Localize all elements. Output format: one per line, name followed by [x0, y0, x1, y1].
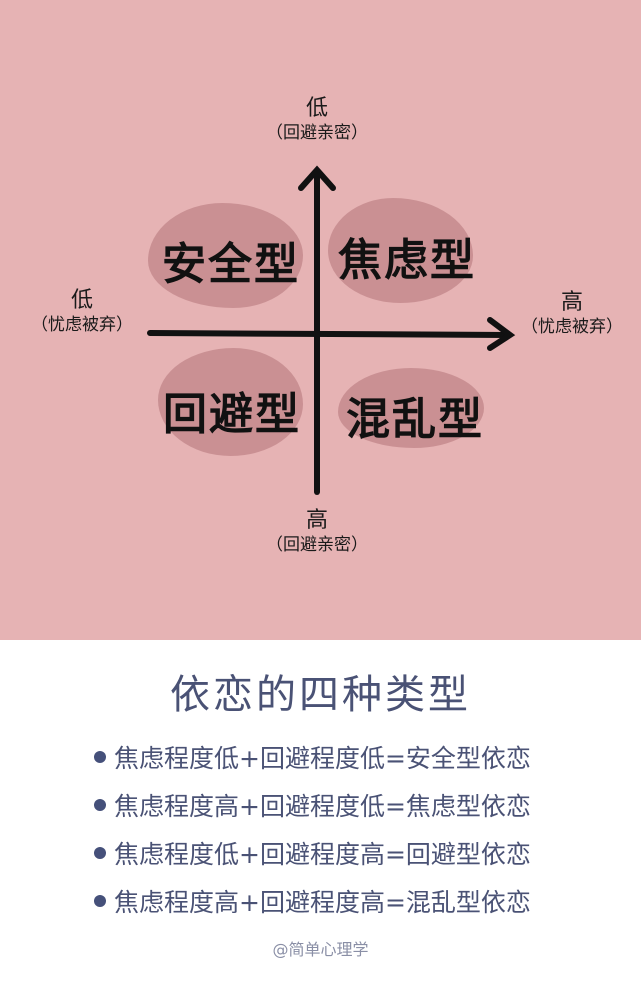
page-title: 依恋的四种类型 [170, 672, 471, 718]
bullet-icon [94, 751, 106, 763]
axes [147, 165, 516, 495]
x-axis-left-sub: （忧虑被弃） [31, 315, 133, 335]
list-item-text: 焦虑程度低+回避程度高=回避型依恋 [114, 840, 531, 869]
blob-bottom-right [338, 368, 484, 448]
diagram-panel: 安全型 焦虑型 回避型 混乱型 低 （回避亲密） 高 （回避亲密） 低 （忧虑被… [0, 0, 641, 640]
list-item-text: 焦虑程度低+回避程度低=安全型依恋 [114, 744, 531, 773]
type-list: 焦虑程度低+回避程度低=安全型依恋 焦虑程度高+回避程度低=焦虑型依恋 焦虑程度… [94, 733, 531, 925]
x-axis-left-label: 低 （忧虑被弃） [22, 288, 142, 336]
y-axis-top-label: 低 （回避亲密） [237, 96, 397, 144]
x-axis-right-main: 高 [560, 290, 583, 315]
bullet-icon [94, 799, 106, 811]
list-item: 焦虑程度低+回避程度低=安全型依恋 [94, 733, 531, 781]
blob-top-left [148, 203, 303, 308]
bullet-icon [94, 895, 106, 907]
y-axis-bottom-sub: （回避亲密） [266, 535, 368, 555]
y-axis-bottom-label: 高 （回避亲密） [237, 508, 397, 556]
quadrant-disorganized-label: 混乱型 [346, 394, 484, 445]
y-axis-bottom-main: 高 [305, 508, 328, 533]
x-axis-right-label: 高 （忧虑被弃） [512, 290, 632, 338]
blob-bottom-left [158, 348, 303, 456]
quadrant-anxious-label: 焦虑型 [338, 235, 476, 286]
y-axis-arrowhead-icon [298, 165, 336, 191]
quadrant-avoidant-label: 回避型 [163, 389, 301, 440]
x-axis-arrowhead-icon [487, 317, 516, 351]
list-item: 焦虑程度高+回避程度高=混乱型依恋 [94, 877, 531, 925]
list-item-text: 焦虑程度高+回避程度高=混乱型依恋 [114, 888, 531, 917]
quadrant-secure-label: 安全型 [162, 239, 300, 290]
x-axis-left-main: 低 [70, 288, 93, 313]
y-axis-top-sub: （回避亲密） [266, 123, 368, 143]
bullet-icon [94, 847, 106, 859]
y-axis-top-main: 低 [305, 96, 328, 121]
list-item-text: 焦虑程度高+回避程度低=焦虑型依恋 [114, 792, 531, 821]
list-item: 焦虑程度低+回避程度高=回避型依恋 [94, 829, 531, 877]
footer-credit: @简单心理学 [272, 940, 369, 959]
x-axis-line [147, 330, 511, 338]
blob-top-right [328, 198, 473, 303]
x-axis-right-sub: （忧虑被弃） [521, 317, 623, 337]
list-item: 焦虑程度高+回避程度低=焦虑型依恋 [94, 781, 531, 829]
